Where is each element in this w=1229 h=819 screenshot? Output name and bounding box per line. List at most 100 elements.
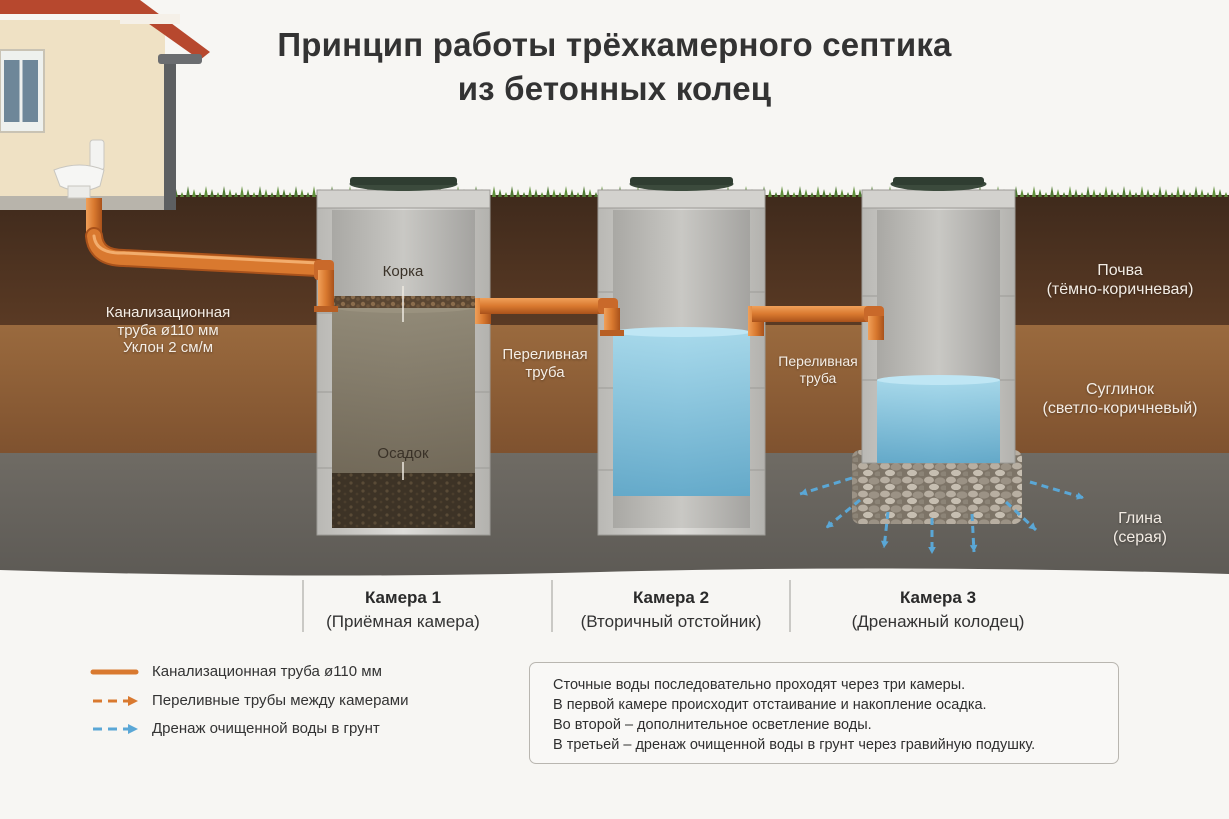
grass-blade — [186, 186, 190, 197]
grass-blade — [786, 189, 790, 197]
grass-blade — [1050, 186, 1054, 197]
grass-blade — [294, 186, 298, 197]
info-line-3: Во второй – дополнительное осветление во… — [553, 717, 872, 733]
info-box: Сточные воды последовательно проходят че… — [529, 662, 1119, 764]
toilet-icon — [53, 139, 105, 199]
grass-blade — [570, 189, 574, 197]
chamber-2 — [597, 177, 766, 536]
roof-trim — [120, 14, 180, 24]
grass-blade — [558, 192, 562, 197]
grass-blade — [1212, 186, 1216, 197]
grass-blade — [582, 186, 586, 197]
grass-blade — [1110, 189, 1114, 197]
grass-blade — [306, 192, 310, 197]
grass-blade — [282, 189, 286, 197]
grass-blade — [1098, 192, 1102, 197]
grass-blade — [1158, 186, 1162, 197]
grass-blade — [288, 192, 292, 197]
grass-blade — [492, 186, 496, 197]
grass-blade — [1122, 186, 1126, 197]
grass-blade — [594, 192, 598, 197]
grass-blade — [576, 192, 580, 197]
overflow-pipe-1 — [475, 298, 624, 336]
legend-item-drainage: Дренаж очищенной воды в грунт — [152, 720, 380, 737]
grass-blade — [276, 186, 280, 197]
grass-blade — [1200, 189, 1204, 197]
grass-blade — [1128, 189, 1132, 197]
chamber-3 — [852, 177, 1022, 524]
grass-blade — [234, 192, 238, 197]
grass-blade — [1068, 186, 1072, 197]
grass-blade — [264, 189, 268, 197]
grass-blade — [300, 189, 304, 197]
drain-arrow-line — [1004, 500, 1038, 532]
grass-blade — [222, 186, 226, 197]
grass-blade — [1074, 189, 1078, 197]
drain-arrow-head — [1076, 492, 1084, 500]
chamber-3-caption: Камера 3 (Дренажный колодец) — [838, 588, 1038, 632]
grass-blade — [1062, 192, 1066, 197]
grass-blade — [504, 192, 508, 197]
soil-bottom-edge — [0, 568, 1229, 582]
grass-blade — [1170, 192, 1174, 197]
grass-blade — [528, 186, 532, 197]
page-title-line-1: Принцип работы трёхкамерного септика — [277, 26, 952, 63]
grass-blade — [1026, 192, 1030, 197]
grass-blade — [1086, 186, 1090, 197]
grass-blade — [1080, 192, 1084, 197]
grass-blade — [1092, 189, 1096, 197]
legend-item-overflow-pipes: Переливные трубы между камерами — [152, 692, 409, 709]
clarified-water — [613, 332, 750, 496]
drain-arrow-line — [970, 513, 976, 553]
soil-label-clay: Глина(серая) — [1112, 510, 1167, 546]
info-line-1: Сточные воды последовательно проходят че… — [553, 677, 966, 693]
grass-blade — [816, 186, 820, 197]
drain-arrow-line — [825, 498, 861, 530]
grass-blade — [564, 186, 568, 197]
grass-blade — [210, 189, 214, 197]
grass-blade — [1164, 189, 1168, 197]
grass-blade — [546, 186, 550, 197]
grass-blade — [312, 186, 316, 197]
grass-blade — [1056, 189, 1060, 197]
drain-arrow-head — [928, 546, 936, 554]
grass-blade — [510, 186, 514, 197]
grass-blade — [1176, 186, 1180, 197]
gravel-cushion — [852, 450, 1022, 524]
chamber-3-description: (Дренажный колодец) — [851, 612, 1025, 632]
house-window — [0, 49, 45, 133]
sludge-layer — [332, 473, 475, 528]
grass-blade — [1044, 192, 1048, 197]
grass-blade — [1032, 186, 1036, 197]
grass-blade — [1152, 192, 1156, 197]
chamber-2-name: Камера 2 — [632, 588, 710, 607]
sediment-label: Осадок — [377, 445, 429, 462]
drain-arrow-head — [800, 488, 808, 496]
drain-arrow-head — [880, 540, 889, 548]
legend-item-sewer-pipe: Канализационная труба ø110 мм — [152, 663, 382, 680]
grass-blade — [1140, 186, 1144, 197]
legend-drain-icon — [93, 724, 138, 734]
chamber-2-description: (Вторичный отстойник) — [580, 612, 762, 632]
grass-blade — [498, 189, 502, 197]
grass-blade — [804, 189, 808, 197]
grass-blade — [252, 192, 256, 197]
grass-blade — [1020, 189, 1024, 197]
grass-blade — [1116, 192, 1120, 197]
chamber-3-name: Камера 3 — [899, 588, 977, 607]
grass-blade — [858, 189, 862, 197]
house — [0, 0, 210, 210]
grass-blade — [798, 186, 802, 197]
chamber-1 — [316, 177, 491, 536]
drain-arrow-head — [1028, 522, 1036, 530]
grass-blade — [246, 189, 250, 197]
info-line-4: В третьей – дренаж очищенной воды в грун… — [553, 737, 1036, 753]
downpipe — [158, 54, 202, 210]
grass-blade — [516, 189, 520, 197]
grass-blade — [1206, 192, 1210, 197]
grass-blade — [270, 192, 274, 197]
grass-blade — [768, 189, 772, 197]
grass-blade — [588, 189, 592, 197]
grass-blade — [534, 189, 538, 197]
